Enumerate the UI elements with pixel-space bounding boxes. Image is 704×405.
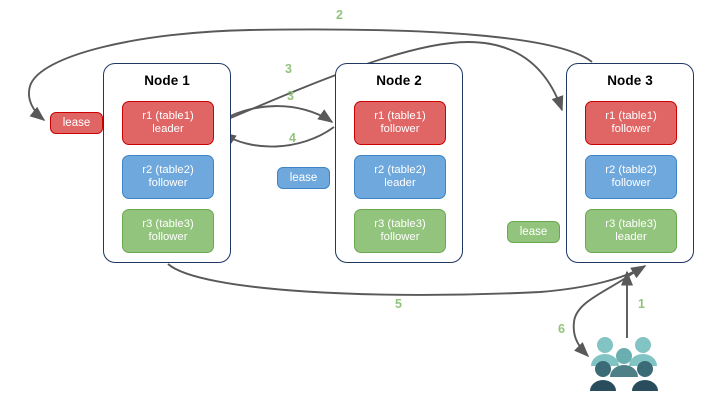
replica-name: r2 (table2) [142,163,194,176]
node-container-1[interactable]: Node 1 r1 (table1) leader r2 (table2) fo… [103,63,231,263]
lease-chip-blue[interactable]: lease [277,167,330,189]
replica-box[interactable]: r2 (table2) follower [122,155,214,199]
arrow-3-upper-path [215,41,564,125]
node-title: Node 2 [376,73,422,88]
replica-name: r2 (table2) [374,163,426,176]
lease-chip-green[interactable]: lease [507,221,560,243]
replica-role: follower [380,123,420,135]
step-label-3-lower: 3 [287,89,294,103]
arrow-3-lower-path [215,105,334,125]
arrow-5-path [167,263,647,296]
replica-name: r1 (table1) [142,109,194,122]
replica-role: follower [148,177,188,189]
node-title: Node 3 [607,73,653,88]
arrow-4-path [220,126,335,148]
node-title: Node 1 [144,73,190,88]
replica-role: leader [615,231,647,243]
step-label-5: 5 [395,297,402,311]
users-group-icon [590,337,658,391]
replica-name: r3 (table3) [142,217,194,230]
replica-name: r3 (table3) [374,217,426,230]
node-container-3[interactable]: Node 3 r1 (table1) follower r2 (table2) … [566,63,694,263]
replica-name: r2 (table2) [605,163,657,176]
step-label-4: 4 [289,131,296,145]
replica-role: follower [611,123,651,135]
replica-box[interactable]: r3 (table3) follower [122,209,214,253]
replica-role: follower [148,231,188,243]
replica-box[interactable]: r2 (table2) leader [354,155,446,199]
replica-name: r1 (table1) [374,109,426,122]
arrow-6-path [572,267,641,358]
arrow-2-path [28,28,593,121]
node-container-2[interactable]: Node 2 r1 (table1) follower r2 (table2) … [335,63,463,263]
replica-role: leader [384,177,416,189]
step-label-1: 1 [638,297,645,311]
replica-box[interactable]: r1 (table1) follower [585,101,677,145]
replica-role: follower [611,177,651,189]
replica-box[interactable]: r3 (table3) leader [585,209,677,253]
lease-chip-red[interactable]: lease [50,112,103,134]
step-label-2: 2 [336,8,343,22]
step-label-6: 6 [558,322,565,336]
replica-box[interactable]: r1 (table1) follower [354,101,446,145]
step-label-3-upper: 3 [285,62,292,76]
replica-box[interactable]: r3 (table3) follower [354,209,446,253]
replica-box[interactable]: r2 (table2) follower [585,155,677,199]
replica-role: follower [380,231,420,243]
replica-name: r1 (table1) [605,109,657,122]
replica-role: leader [152,123,184,135]
replica-name: r3 (table3) [605,217,657,230]
replica-box[interactable]: r1 (table1) leader [122,101,214,145]
